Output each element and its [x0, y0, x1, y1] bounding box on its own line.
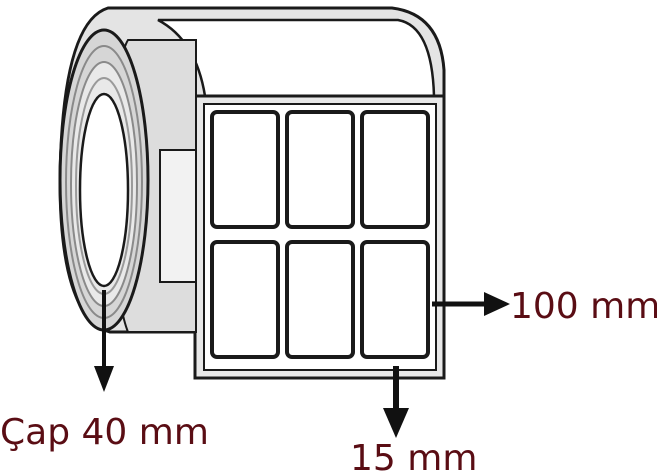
- label-r2-c1: [210, 240, 280, 359]
- width-label: 100 mm: [510, 286, 657, 327]
- diameter-arrow: [94, 290, 114, 392]
- height-arrowhead: [383, 408, 409, 438]
- diameter-label: Çap 40 mm: [0, 412, 209, 453]
- roll-core: [78, 92, 130, 288]
- label-r2-c3: [360, 240, 430, 359]
- label-grid: [210, 110, 430, 359]
- label-r1-c1: [210, 110, 280, 229]
- label-r1-c2: [285, 110, 355, 229]
- height-arrow: [383, 366, 409, 438]
- width-arrow: [432, 292, 510, 316]
- height-label: 15 mm: [350, 438, 477, 473]
- roll-side-notch: [159, 149, 197, 283]
- diameter-arrowhead: [94, 366, 114, 392]
- width-arrowhead: [484, 292, 510, 316]
- label-r2-c2: [285, 240, 355, 359]
- label-r1-c3: [360, 110, 430, 229]
